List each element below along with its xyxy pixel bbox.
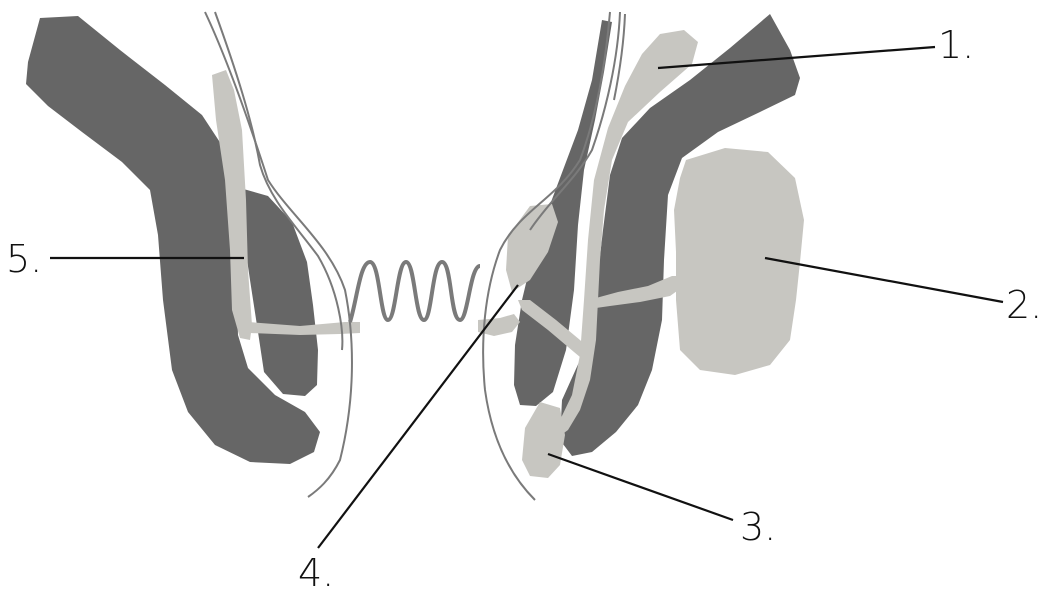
leader-line-3 — [548, 454, 733, 520]
label-2: 2. — [1006, 283, 1042, 327]
label-3: 3. — [740, 505, 776, 549]
right-side-structures — [478, 12, 804, 500]
label-1: 1. — [938, 23, 974, 67]
label-5: 5. — [6, 237, 42, 281]
left-side-structures — [26, 12, 360, 497]
right-tissue-pocket — [522, 402, 565, 478]
central-wavy-fold — [350, 262, 480, 322]
leader-line-2 — [765, 258, 1003, 302]
leader-line-1 — [658, 47, 935, 68]
label-4: 4. — [298, 551, 334, 591]
left-inner-muscle — [240, 188, 318, 396]
